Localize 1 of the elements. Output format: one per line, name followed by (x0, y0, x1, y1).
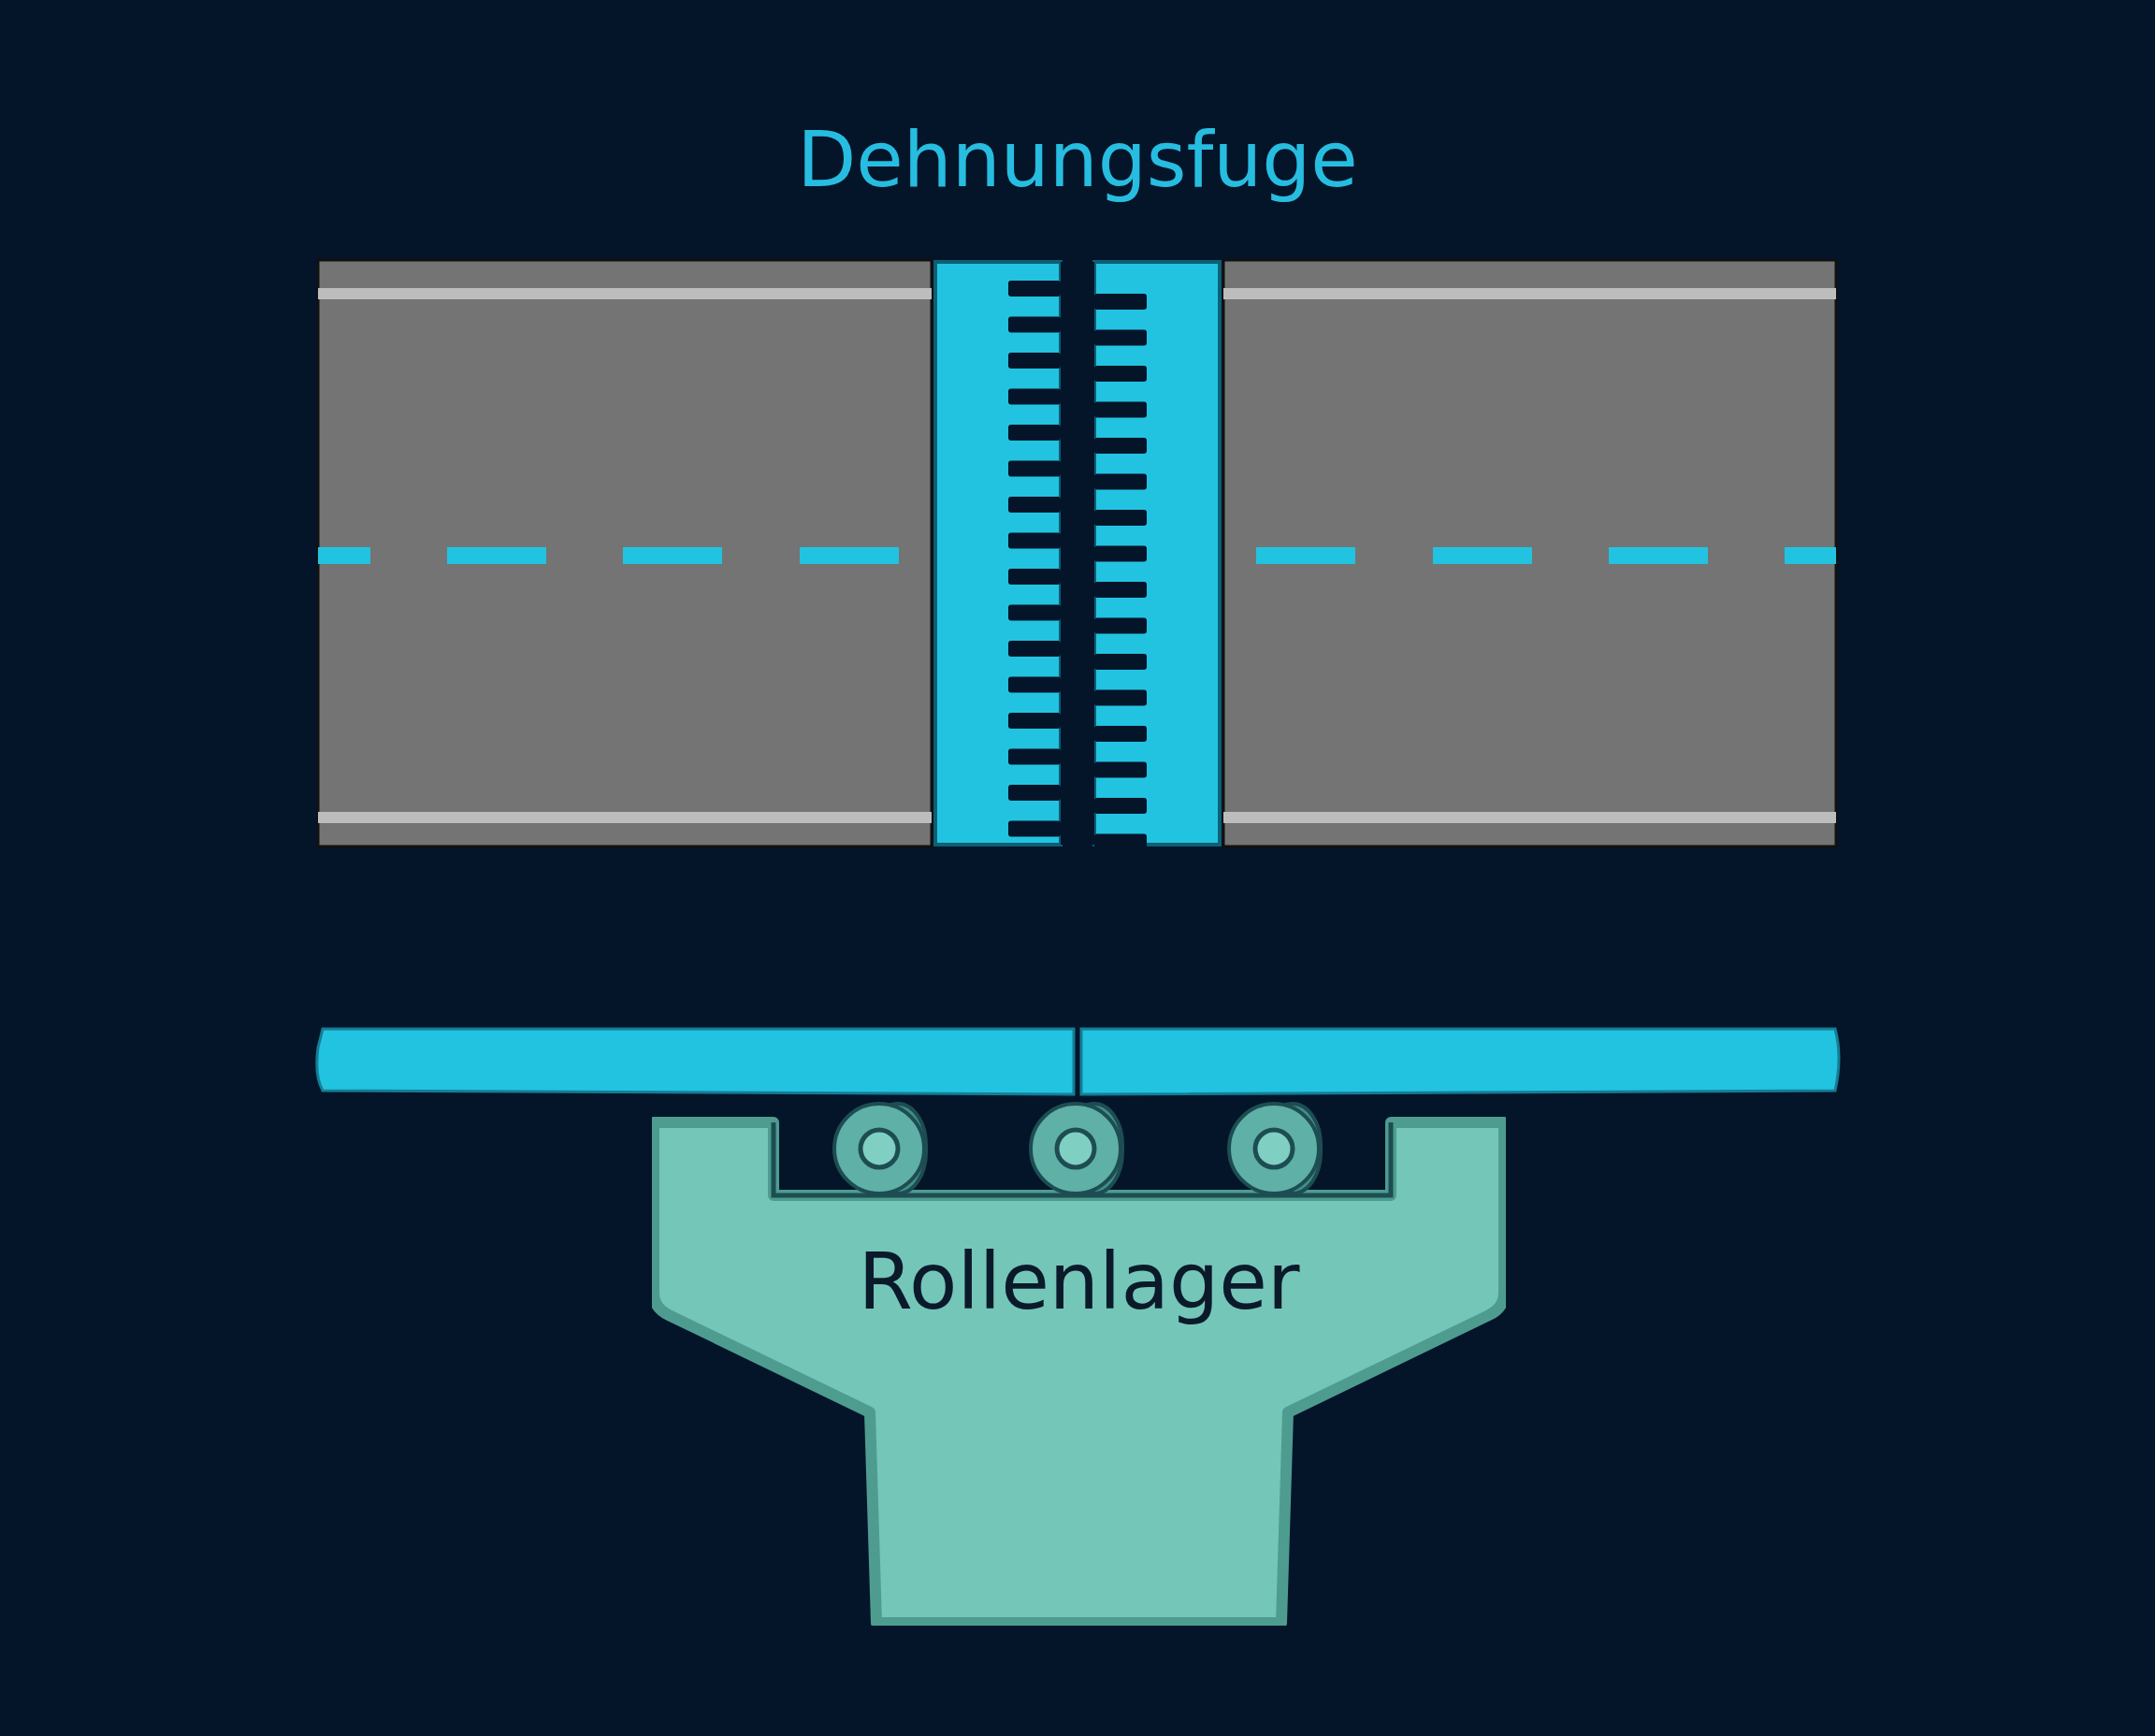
bridge-pier (652, 1102, 1506, 1626)
